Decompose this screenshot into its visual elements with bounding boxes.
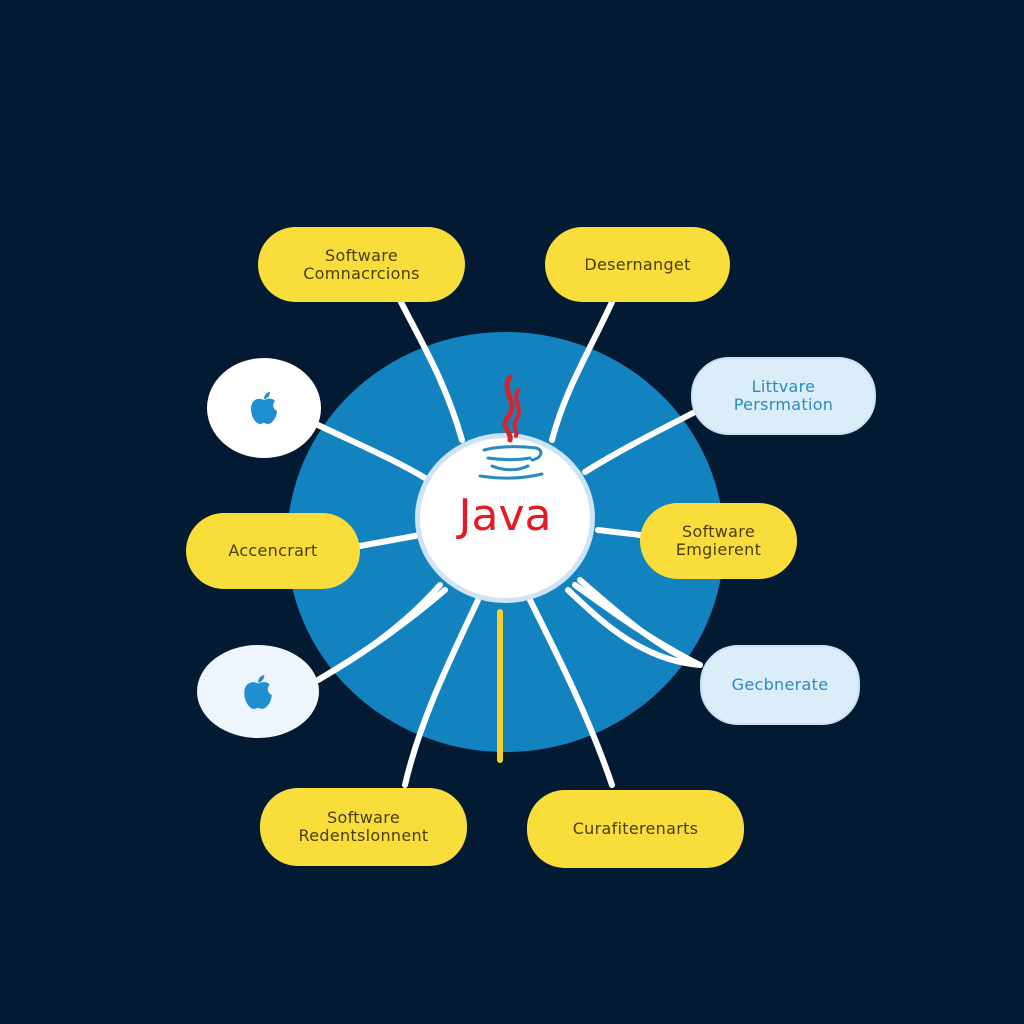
node-label: Gecbnerate <box>731 675 829 694</box>
apple-icon <box>251 392 277 424</box>
node-label-line1: Littvare <box>751 377 816 396</box>
node-littvare-persrmation[interactable]: Littvare Persrmation <box>691 357 876 435</box>
node-label-line1: Software <box>325 245 398 265</box>
node-label-line2: Persrmation <box>733 395 834 414</box>
node-desernanget[interactable]: Desernanget <box>545 227 730 302</box>
node-accencrart[interactable]: Accencrart <box>186 513 360 589</box>
node-software-comnacrcions[interactable]: Software Comnacrcions <box>258 227 465 302</box>
node-label-line2: Emgierent <box>675 540 762 559</box>
node-label-line2: Redentslonnent <box>298 826 429 845</box>
java-coffee-cup-icon <box>478 374 544 480</box>
node-label-line2: Comnacrcions <box>303 263 420 283</box>
node-label: Accencrart <box>228 541 318 560</box>
apple-icon <box>244 674 272 709</box>
node-apple-upper[interactable] <box>207 358 321 458</box>
java-hub[interactable]: Java <box>415 433 595 603</box>
node-label-line1: Software <box>327 808 400 827</box>
node-gecbnerate[interactable]: Gecbnerate <box>700 645 860 725</box>
node-apple-lower[interactable] <box>197 645 319 738</box>
node-curafiterenarts[interactable]: Curafiterenarts <box>527 790 744 868</box>
node-software-redentslonnent[interactable]: Software Redentslonnent <box>260 788 467 866</box>
node-software-emgierent[interactable]: Software Emgierent <box>640 503 797 579</box>
hub-label: Java <box>458 490 552 541</box>
node-label-line1: Software <box>682 522 755 541</box>
node-label: Curafiterenarts <box>572 819 699 838</box>
node-label: Desernanget <box>584 254 691 274</box>
